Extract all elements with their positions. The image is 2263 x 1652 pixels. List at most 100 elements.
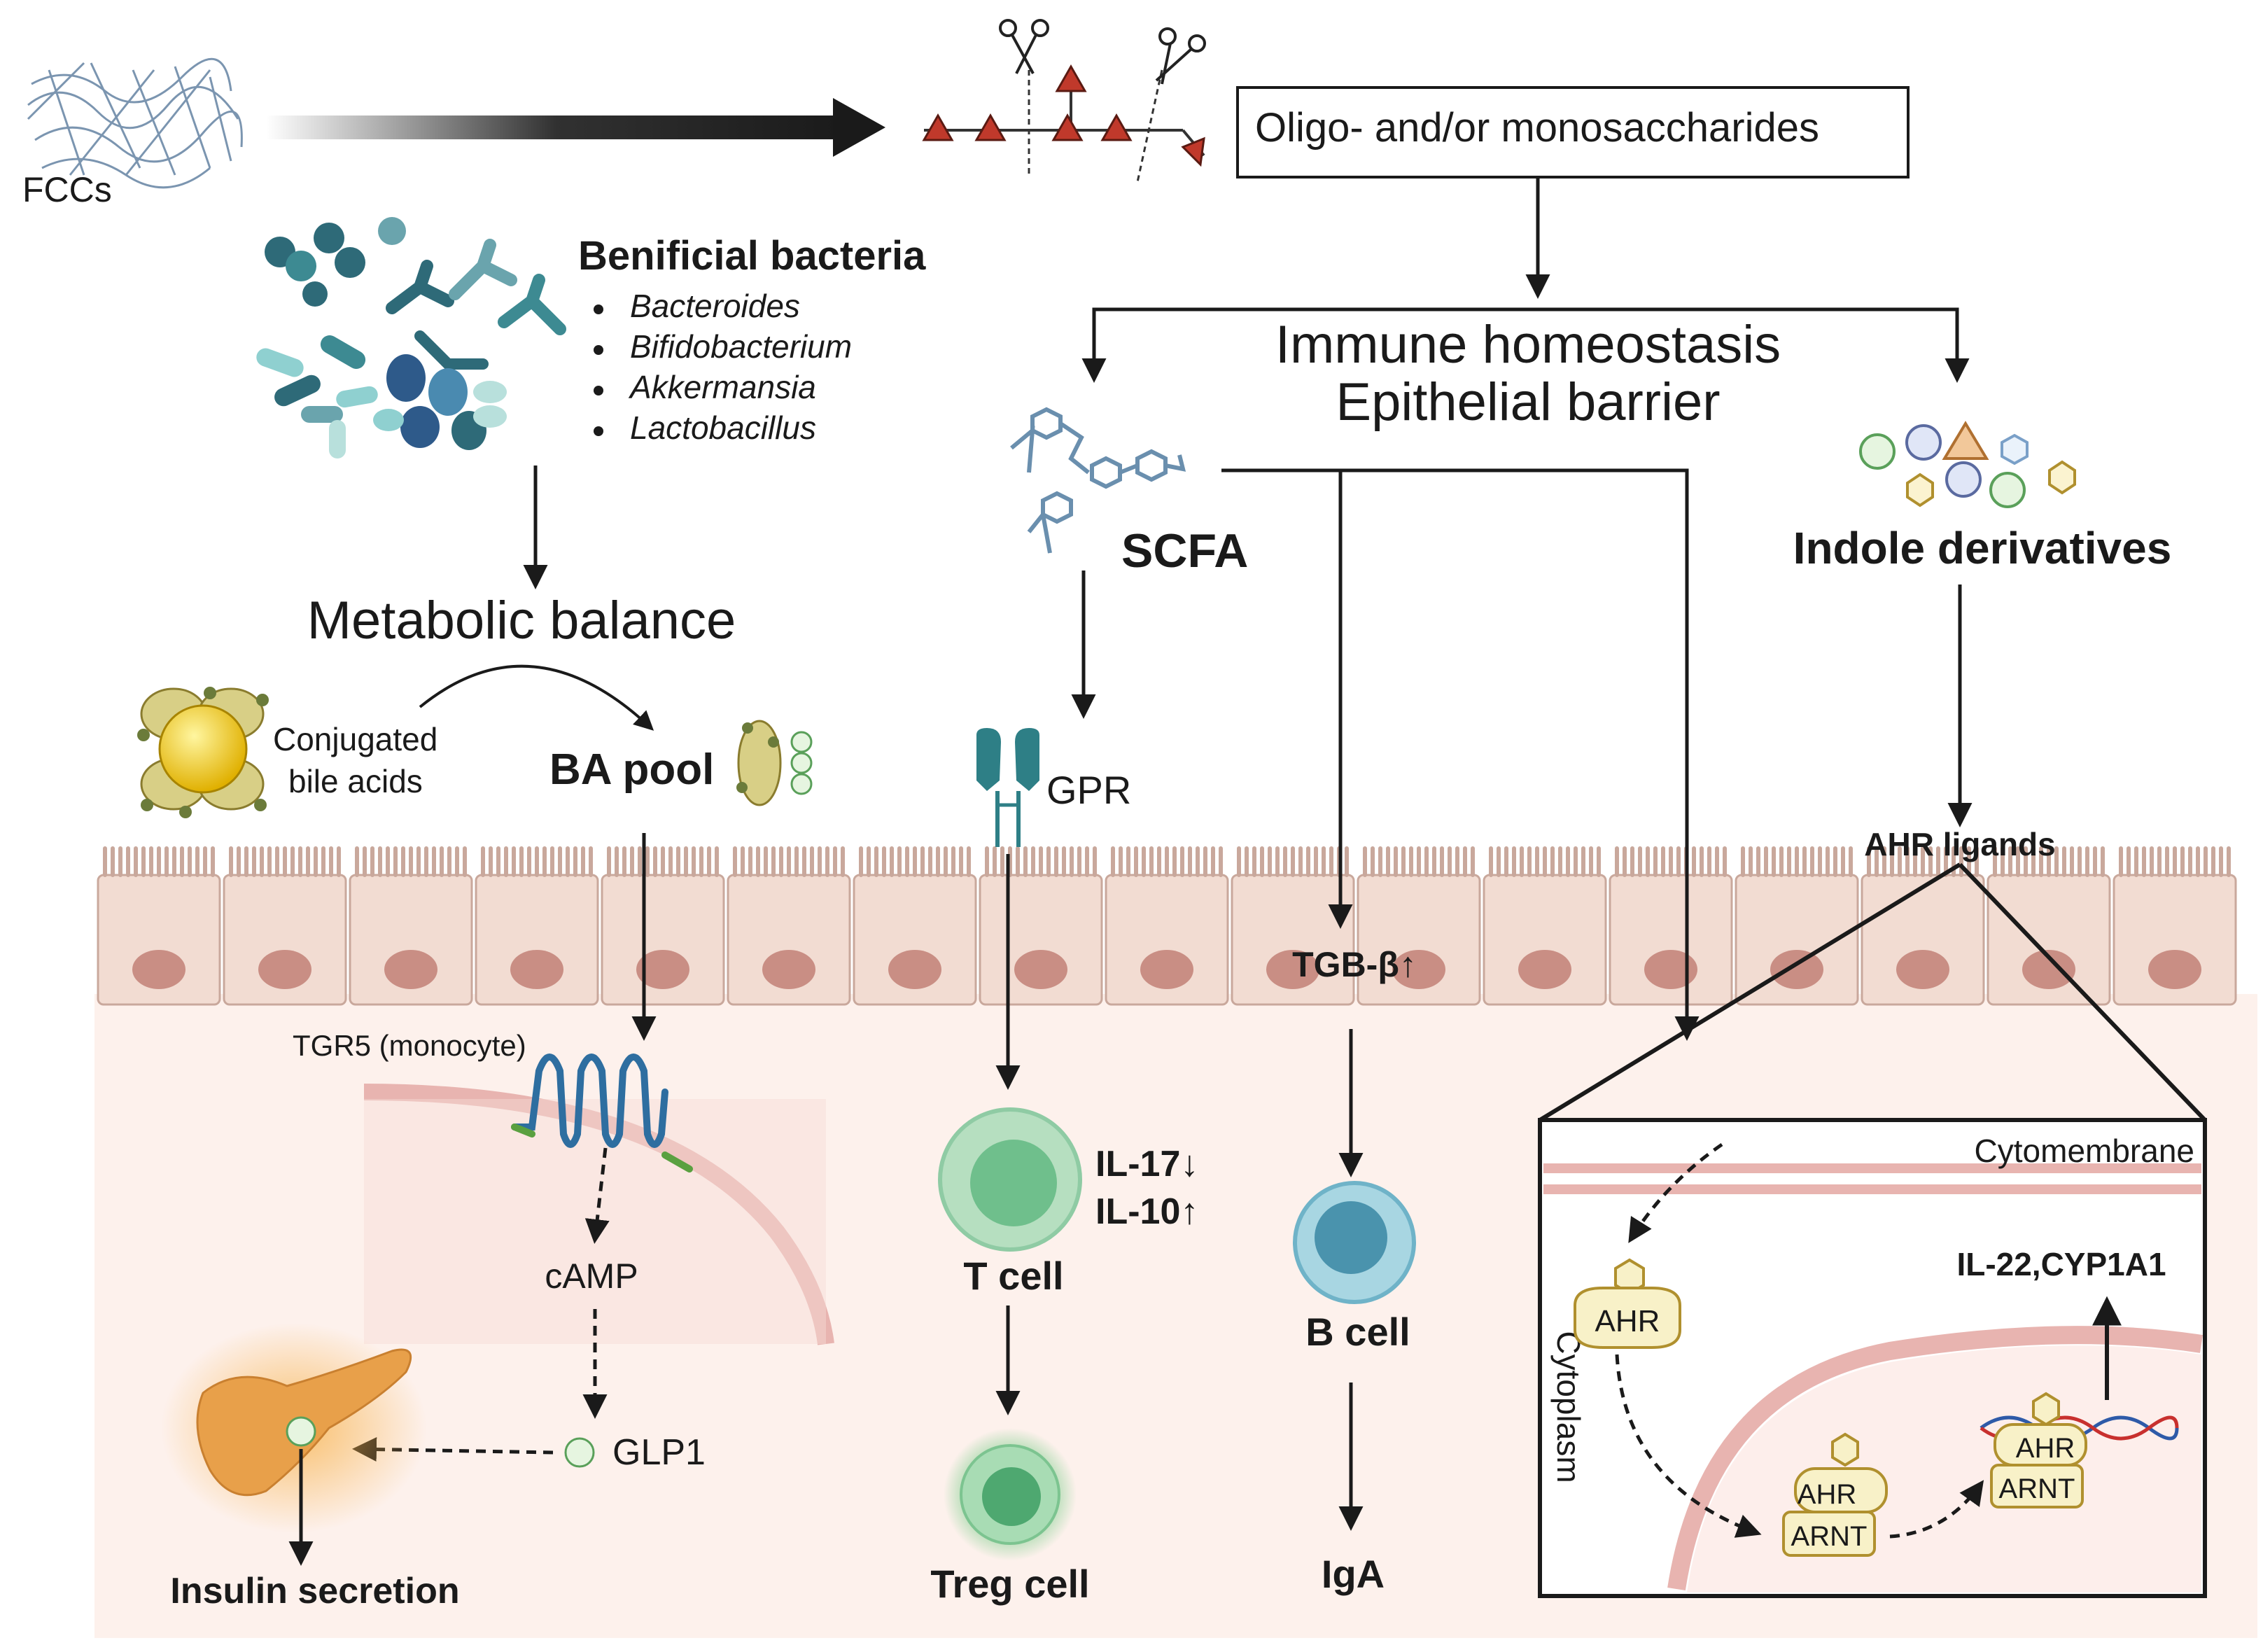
scfa-molecule-icon <box>1010 407 1186 554</box>
epithelial-nucleus <box>1266 950 1319 989</box>
genes-label: IL-22,CYP1A1 <box>1956 1246 2166 1282</box>
gpr-receptor-icon <box>976 728 1039 847</box>
b-cell-label: B cell <box>1305 1310 1410 1354</box>
microvilli <box>1489 846 1601 877</box>
epithelial-nucleus <box>1140 950 1193 989</box>
ahr-complex-cytoplasm: AHR <box>1574 1258 1681 1349</box>
epithelial-nucleus <box>132 950 185 989</box>
bacteria-cluster-icon <box>256 217 566 458</box>
epithelial-nucleus <box>1896 950 1949 989</box>
microvilli <box>985 846 1097 877</box>
t-cell-label: T cell <box>963 1254 1063 1298</box>
islet-icon <box>286 1416 316 1447</box>
conjugated-label-line1: Conjugated <box>273 721 437 757</box>
gpr-label: GPR <box>1046 768 1131 812</box>
microvilli <box>1237 846 1349 877</box>
microvilli <box>229 846 341 877</box>
monocyte-membrane <box>363 1084 834 1345</box>
epithelial-nucleus <box>888 950 941 989</box>
microvilli <box>1615 846 1727 877</box>
glp1-molecule-icon <box>564 1437 595 1468</box>
treg-cell-icon <box>944 1428 1077 1561</box>
indole-title: Indole derivatives <box>1793 523 2172 573</box>
ba-pool-label: BA pool <box>549 746 714 794</box>
microvilli <box>1111 846 1223 877</box>
immune-title-line1: Immune homeostasis <box>1275 315 1781 374</box>
conjugated-label-line2: bile acids <box>288 763 423 799</box>
epithelium <box>97 846 2237 1006</box>
bacteria-title: Benificial bacteria <box>578 233 926 279</box>
branch-line <box>1081 307 1970 383</box>
arrow-tgr5-to-camp <box>584 1147 610 1244</box>
epithelial-nucleus <box>762 950 815 989</box>
microvilli <box>2119 846 2231 877</box>
monocyte-cytoplasm <box>364 1099 826 1344</box>
epithelial-nucleus <box>1014 950 1067 989</box>
arrow-complex-to-dna <box>1889 1480 1984 1539</box>
ahr-arnt-bound: AHR ARNT <box>1990 1392 2087 1508</box>
microvilli <box>481 846 593 877</box>
microvilli <box>607 846 719 877</box>
tgr5-receptor-icon <box>511 1054 693 1172</box>
tgb-label: TGB-β↑ <box>1292 945 1417 984</box>
indole-molecules-icon <box>1859 421 2076 508</box>
microvilli <box>1867 846 1979 877</box>
ahr-arnt-complex: AHR ARNT <box>1782 1432 1888 1557</box>
il17-label: IL-17↓ <box>1095 1144 1198 1184</box>
saccharide-chain-icon <box>922 64 1205 183</box>
arnt-label: ARNT <box>1999 1474 2075 1504</box>
epithelial-nucleus <box>1644 950 1697 989</box>
t-cell-icon <box>938 1107 1082 1252</box>
microvilli <box>1363 846 1475 877</box>
treg-label: Treg cell <box>930 1562 1089 1606</box>
insulin-label: Insulin secretion <box>170 1571 459 1611</box>
fermentation-arrow <box>266 98 885 157</box>
epithelial-nucleus <box>1518 950 1571 989</box>
ahr-label: AHR <box>1798 1479 1856 1510</box>
microvilli <box>1741 846 1853 877</box>
cytoplasm-label: Cytoplasm <box>1550 1331 1587 1483</box>
ahr-label: AHR <box>1595 1304 1660 1338</box>
bacteria-list: Bacteroides Bifidobacterium Akkermansia … <box>594 288 852 446</box>
zoom-line-right <box>1958 862 2207 1122</box>
epithelial-nucleus <box>510 950 563 989</box>
microvilli <box>103 846 215 877</box>
immune-title-line2: Epithelial barrier <box>1336 372 1720 432</box>
epithelial-nucleus <box>258 950 311 989</box>
bacteria-item: Akkermansia <box>628 369 816 405</box>
products-box-label: Oligo- and/or monosaccharides <box>1255 105 1819 150</box>
camp-label: cAMP <box>545 1256 638 1296</box>
arnt-label: ARNT <box>1791 1521 1868 1552</box>
ahr-ligands-label: AHR ligands <box>1864 826 2055 862</box>
metabolic-title: Metabolic balance <box>307 591 736 650</box>
arrow-conjugated-to-pool <box>419 664 654 731</box>
il10-label: IL-10↑ <box>1095 1191 1198 1232</box>
cytomembrane-label: Cytomembrane <box>1975 1133 2194 1169</box>
arrow-ahr-to-nucleus <box>1615 1354 1762 1538</box>
tgr5-label: TGR5 (monocyte) <box>293 1029 526 1062</box>
scfa-branch-line <box>1221 468 1700 1041</box>
iga-label: IgA <box>1322 1552 1385 1596</box>
bacteria-item: Bacteroides <box>630 288 800 324</box>
epithelial-nucleus <box>1392 950 1445 989</box>
zoom-line-left <box>1539 862 1961 1122</box>
scissors-icon <box>1155 27 1206 85</box>
microvilli <box>355 846 467 877</box>
fiber-mesh-icon <box>27 57 243 189</box>
glp1-label: GLP1 <box>612 1432 706 1473</box>
microvilli <box>1993 846 2105 877</box>
fccs-label: FCCs <box>22 170 112 209</box>
epithelial-nucleus <box>2022 950 2075 989</box>
bacteria-item: Bifidobacterium <box>630 328 852 365</box>
epithelial-nucleus <box>636 950 689 989</box>
scissors-icon <box>999 19 1049 74</box>
bacteria-item: Lactobacillus <box>630 410 816 446</box>
products-box <box>1236 86 1910 178</box>
microvilli <box>733 846 845 877</box>
epithelial-nucleus <box>2148 950 2201 989</box>
ahr-label: AHR <box>2016 1433 2075 1464</box>
epithelial-nucleus <box>384 950 437 989</box>
scfa-label: SCFA <box>1121 524 1248 578</box>
